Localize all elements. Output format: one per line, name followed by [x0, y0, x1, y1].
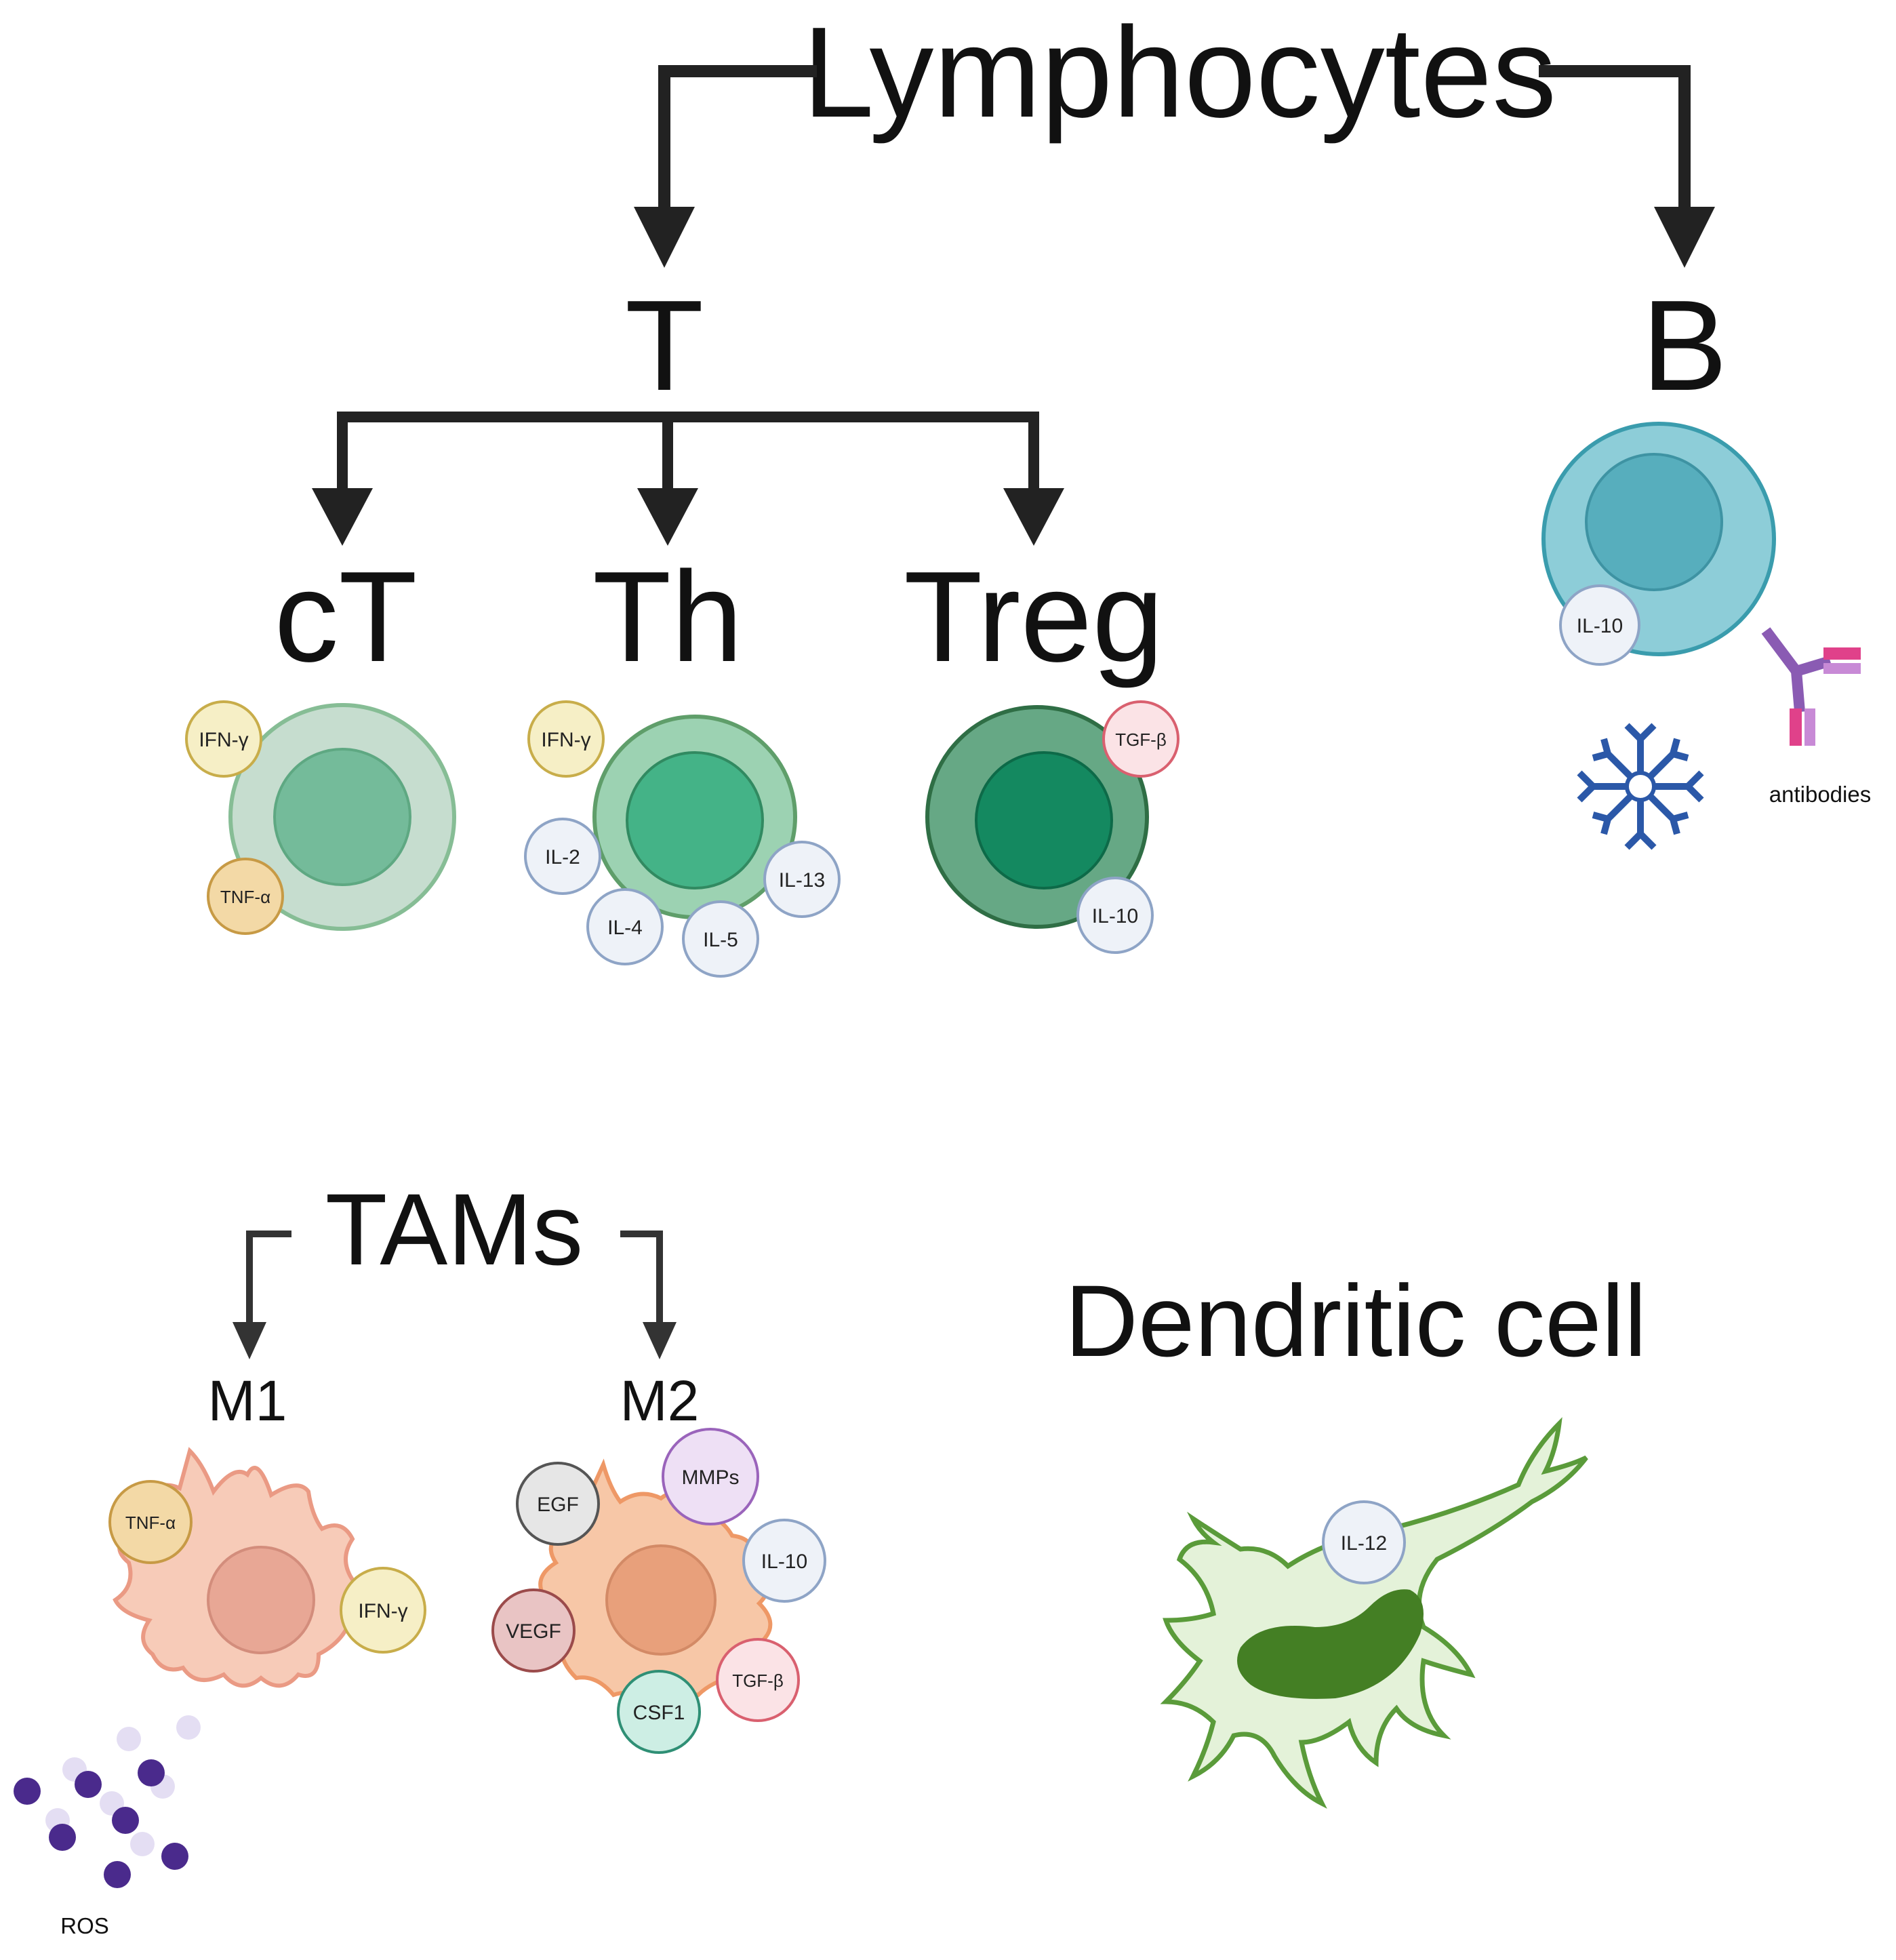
m2-macrophage: MMPs EGF IL-10 VEGF TGF-β CSF1	[491, 1428, 826, 1754]
svg-text:IL-12: IL-12	[1341, 1532, 1387, 1555]
dendritic-cell-section: Dendritic cell IL-12	[1065, 1264, 1647, 1809]
svg-text:IL-5: IL-5	[703, 929, 738, 951]
arrowhead-ct	[312, 488, 373, 546]
svg-text:IL-2: IL-2	[545, 846, 580, 868]
cytokine-tnf-alpha: TNF-α	[207, 858, 284, 935]
cytokine-ifn-gamma: IFN-γ	[340, 1567, 426, 1654]
cytokine-egf: EGF	[516, 1462, 600, 1546]
svg-text:IL-10: IL-10	[1092, 905, 1138, 927]
ct-cell: IFN-γ TNF-α	[185, 700, 456, 935]
cytokine-tgf-beta: TGF-β	[716, 1638, 800, 1722]
svg-text:TGF-β: TGF-β	[1115, 729, 1167, 750]
svg-text:EGF: EGF	[537, 1494, 579, 1516]
svg-text:IL-4: IL-4	[607, 917, 643, 939]
svg-text:CSF1: CSF1	[633, 1702, 685, 1724]
antibodies-label: antibodies	[1769, 782, 1871, 807]
cytokine-csf1: CSF1	[617, 1670, 701, 1754]
lymphocytes-title: Lymphocytes	[803, 1, 1556, 144]
ct-label: cT	[274, 545, 417, 689]
antibodies-icon	[1577, 723, 1704, 850]
cytokine-il-4: IL-4	[586, 888, 664, 965]
b-cell: IL-10 antibodies	[1541, 422, 1871, 850]
b-cell-receptor-icon	[1761, 627, 1861, 746]
tams-to-m1-arrow	[246, 1231, 291, 1329]
svg-text:IL-13: IL-13	[779, 869, 825, 892]
cytokine-il-10: IL-10	[1076, 877, 1154, 954]
th-label: Th	[592, 545, 743, 689]
svg-text:MMPs: MMPs	[682, 1466, 740, 1489]
b-label: B	[1642, 274, 1728, 418]
cytokine-il-10: IL-10	[1559, 584, 1640, 666]
svg-text:TNF-α: TNF-α	[125, 1513, 176, 1533]
arrowhead-b	[1654, 207, 1715, 268]
lymphocytes-tree: Lymphocytes T B cT Th Treg	[274, 1, 1727, 689]
cytokine-tnf-alpha: TNF-α	[108, 1480, 193, 1564]
svg-text:IFN-γ: IFN-γ	[541, 729, 590, 751]
lymphocytes-to-t-arrow	[658, 65, 817, 224]
arrowhead-treg	[1003, 488, 1064, 546]
svg-text:IL-10: IL-10	[1577, 615, 1623, 637]
cytokine-il-13: IL-13	[763, 841, 841, 918]
treg-label: Treg	[904, 545, 1164, 689]
dendritic-title: Dendritic cell	[1065, 1264, 1647, 1378]
svg-text:IFN-γ: IFN-γ	[199, 729, 248, 751]
cytokine-il-12: IL-12	[1322, 1500, 1406, 1584]
arrowhead-m2	[643, 1322, 677, 1359]
svg-text:VEGF: VEGF	[506, 1620, 561, 1643]
m1-label: M1	[208, 1369, 287, 1433]
m1-macrophage: TNF-α IFN-γ	[108, 1447, 426, 1688]
tams-tree: TAMs M1 M2	[208, 1172, 700, 1433]
svg-text:TNF-α: TNF-α	[220, 887, 270, 907]
t-label: T	[625, 274, 704, 418]
cytokine-il-5: IL-5	[682, 900, 759, 978]
cytokine-mmps: MMPs	[662, 1428, 759, 1525]
cytokine-ifn-gamma: IFN-γ	[185, 700, 262, 778]
dendritic-cell: IL-12	[1160, 1417, 1588, 1809]
tams-to-m2-arrow	[620, 1231, 663, 1329]
m2-label: M2	[620, 1369, 700, 1433]
cytokine-tgf-beta: TGF-β	[1102, 700, 1179, 778]
cytokine-ifn-gamma: IFN-γ	[527, 700, 605, 778]
cytokine-il-10: IL-10	[742, 1519, 826, 1603]
arrowhead-th	[637, 488, 698, 546]
svg-text:TGF-β: TGF-β	[732, 1671, 784, 1691]
svg-text:IFN-γ: IFN-γ	[358, 1600, 407, 1622]
treg-cell: TGF-β IL-10	[925, 700, 1179, 954]
svg-text:IL-10: IL-10	[761, 1551, 807, 1573]
arrowhead-t	[634, 207, 695, 268]
ros-label: ROS	[60, 1913, 109, 1938]
th-cell: IFN-γ IL-2 IL-4 IL-5 IL-13	[524, 700, 841, 978]
arrowhead-m1	[233, 1322, 266, 1359]
lymphocytes-to-b-arrow	[1539, 65, 1691, 224]
ros-particles: ROS	[14, 1715, 201, 1938]
cytokine-il-2: IL-2	[524, 818, 601, 895]
cytokine-vegf: VEGF	[491, 1588, 576, 1673]
tams-title: TAMs	[325, 1172, 584, 1286]
